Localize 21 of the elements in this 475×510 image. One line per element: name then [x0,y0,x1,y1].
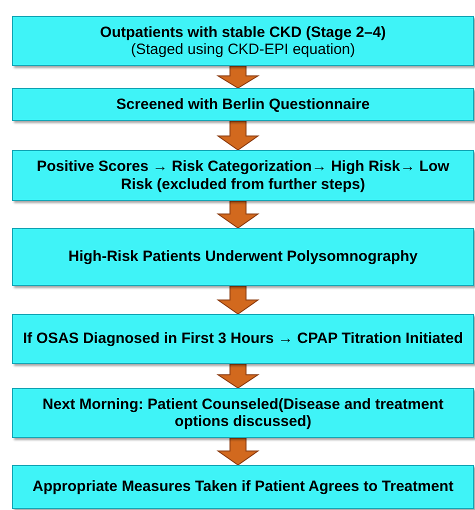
process-box [12,388,474,438]
step-text: Outpatients with stable CKD (Stage 2–4) [100,24,386,41]
process-box [12,88,474,121]
process-box [12,465,474,509]
process-box [12,228,474,286]
block-arrow [216,438,260,466]
block-arrow [216,66,260,89]
step-text: If OSAS Diagnosed in First 3 Hours → CPAP Titration Initiated [22,330,464,348]
step-text: Next Morning: Patient Counseled(Disease and treatment options discussed) [42,396,444,430]
step-text: Positive Scores → Risk Categorization→ High Risk→ Low Risk (excluded from further steps) [36,158,450,193]
step-subtext: (Staged using CKD-EPI equation) [130,41,356,58]
block-arrow [216,200,260,229]
process-box [12,314,474,364]
block-arrow [216,120,260,151]
process-box [12,16,474,66]
step-text: High-Risk Patients Underwent Polysomnography [68,248,418,266]
block-arrow [216,364,260,389]
step-text: Appropriate Measures Taken if Patient Agrees to Treatment [32,478,454,496]
process-box [12,150,474,201]
block-arrow [216,286,260,315]
step-text: Screened with Berlin Questionnaire [116,96,370,114]
